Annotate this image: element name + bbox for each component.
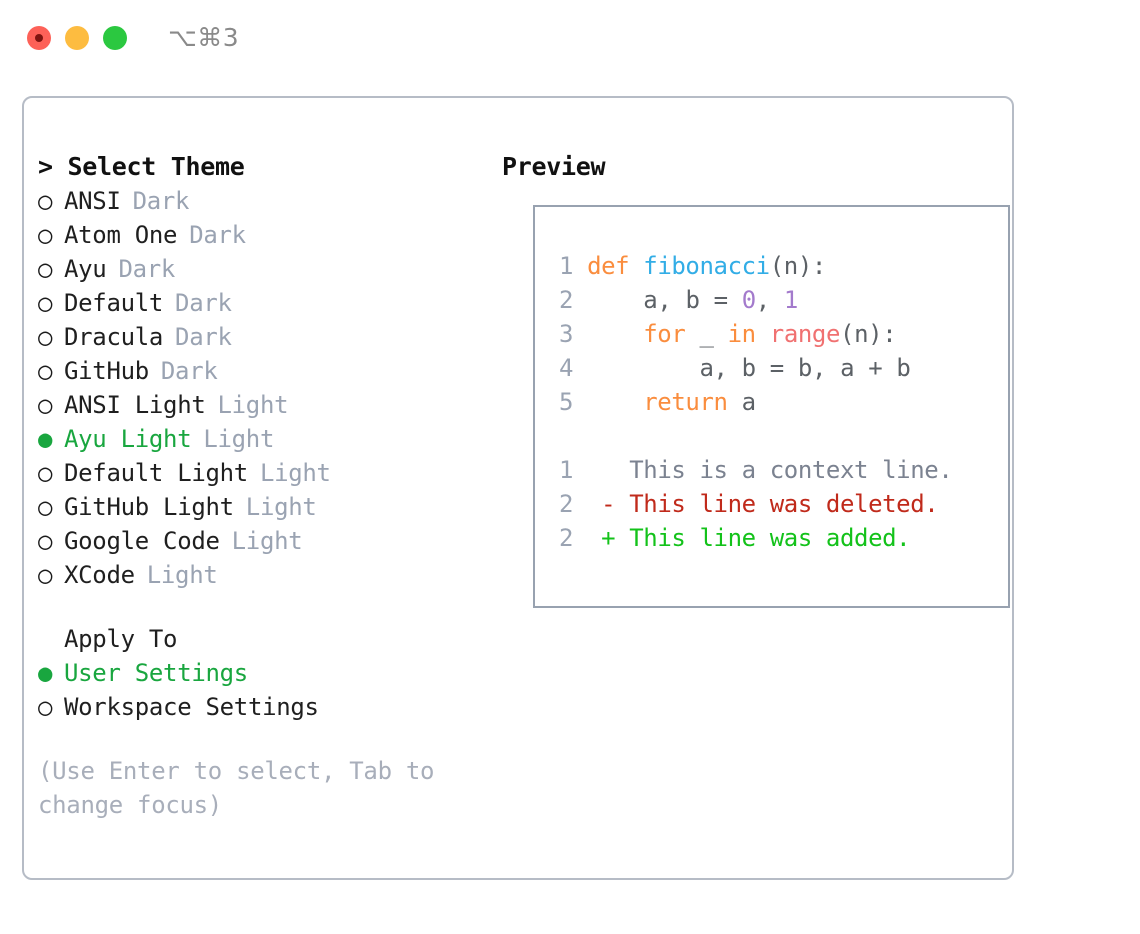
theme-list-item[interactable]: ○ Atom One Dark bbox=[38, 218, 468, 252]
diff-marker: - bbox=[587, 490, 616, 518]
line-number: 2 bbox=[558, 524, 573, 552]
theme-name: Default Light bbox=[64, 459, 248, 487]
preview-header: Preview bbox=[502, 152, 606, 181]
theme-name: ANSI bbox=[64, 187, 121, 215]
theme-list-item[interactable]: ○ Google Code Light bbox=[38, 524, 468, 558]
code-line: 2 a, b = 0, 1 bbox=[549, 283, 952, 317]
radio-selected-icon[interactable]: ● bbox=[38, 659, 53, 687]
theme-variant-badge: Dark bbox=[175, 289, 232, 317]
theme-name: GitHub bbox=[64, 357, 149, 385]
radio-selected-icon[interactable]: ● bbox=[38, 425, 53, 453]
theme-name: Google Code bbox=[64, 527, 220, 555]
theme-name: Ayu bbox=[64, 255, 107, 283]
diff-marker: + bbox=[587, 524, 616, 552]
radio-unselected-icon[interactable]: ○ bbox=[38, 255, 53, 283]
theme-name: GitHub Light bbox=[64, 493, 234, 521]
line-number: 2 bbox=[558, 490, 573, 518]
diff-text: This line was deleted. bbox=[629, 490, 939, 518]
radio-unselected-icon[interactable]: ○ bbox=[38, 187, 53, 215]
theme-list-item[interactable]: ○ ANSI Light Light bbox=[38, 388, 468, 422]
radio-unselected-icon[interactable]: ○ bbox=[38, 561, 53, 589]
code-line: 3 for _ in range(n): bbox=[549, 317, 952, 351]
theme-variant-badge: Light bbox=[259, 459, 331, 487]
code-line: 5 return a bbox=[549, 385, 952, 419]
apply-to-label: Workspace Settings bbox=[64, 693, 319, 721]
theme-variant-badge: Light bbox=[231, 527, 303, 555]
title-bar: ⌥⌘3 bbox=[0, 0, 1140, 76]
theme-list-item[interactable]: ○ Ayu Dark bbox=[38, 252, 468, 286]
theme-variant-badge: Dark bbox=[160, 357, 218, 385]
diff-text: This is a context line. bbox=[629, 456, 953, 484]
theme-list-item[interactable]: ○ Dracula Dark bbox=[38, 320, 468, 354]
code-line: 1 def fibonacci(n): bbox=[549, 249, 952, 283]
close-window-icon[interactable] bbox=[27, 26, 51, 50]
theme-variant-badge: Light bbox=[217, 391, 289, 419]
radio-unselected-icon[interactable]: ○ bbox=[38, 289, 53, 317]
select-theme-title: Select Theme bbox=[67, 152, 245, 181]
theme-variant-badge: Dark bbox=[175, 323, 232, 351]
theme-list-item[interactable]: ○ GitHub Light Light bbox=[38, 490, 468, 524]
preview-column: Preview 1 def fibonacci(n):2 a, b = 0, 1… bbox=[502, 150, 1010, 608]
line-number: 3 bbox=[558, 320, 573, 348]
line-number: 2 bbox=[558, 286, 573, 314]
keyboard-shortcut-label: ⌥⌘3 bbox=[168, 23, 240, 52]
section-spacer bbox=[38, 592, 468, 622]
diff-text: This line was added. bbox=[629, 524, 911, 552]
line-number: 4 bbox=[558, 354, 573, 382]
theme-variant-badge: Light bbox=[245, 493, 317, 521]
theme-variant-badge: Dark bbox=[132, 187, 190, 215]
keyboard-hint-text: (Use Enter to select, Tab to change focu… bbox=[38, 757, 435, 819]
radio-unselected-icon[interactable]: ○ bbox=[38, 357, 53, 385]
theme-variant-badge: Dark bbox=[189, 221, 246, 249]
theme-variant-badge: Dark bbox=[118, 255, 176, 283]
theme-list-item[interactable]: ● Ayu Light Light bbox=[38, 422, 468, 456]
theme-variant-badge: Light bbox=[146, 561, 218, 589]
caret-icon: > bbox=[38, 152, 53, 181]
line-number: 1 bbox=[558, 252, 573, 280]
diff-line: 2 + This line was added. bbox=[549, 521, 952, 555]
theme-name: XCode bbox=[64, 561, 135, 589]
theme-name: Ayu Light bbox=[64, 425, 192, 453]
theme-list-item[interactable]: ○ GitHub Dark bbox=[38, 354, 468, 388]
radio-unselected-icon[interactable]: ○ bbox=[38, 693, 53, 721]
apply-to-header: Apply To bbox=[64, 625, 178, 653]
radio-unselected-icon[interactable]: ○ bbox=[38, 323, 53, 351]
maximize-window-icon[interactable] bbox=[103, 26, 127, 50]
radio-unselected-icon[interactable]: ○ bbox=[38, 221, 53, 249]
select-theme-header: > Select Theme bbox=[38, 150, 468, 184]
theme-name: Default bbox=[64, 289, 164, 317]
diff-marker bbox=[587, 456, 615, 484]
apply-to-item[interactable]: ○ Workspace Settings bbox=[38, 690, 468, 724]
line-number: 5 bbox=[558, 388, 573, 416]
traffic-lights bbox=[27, 26, 127, 50]
radio-unselected-icon[interactable]: ○ bbox=[38, 391, 53, 419]
radio-unselected-icon[interactable]: ○ bbox=[38, 459, 53, 487]
theme-variant-badge: Light bbox=[203, 425, 275, 453]
theme-list-item[interactable]: ○ XCode Light bbox=[38, 558, 468, 592]
diff-line: 1 This is a context line. bbox=[549, 453, 953, 487]
code-blank-line bbox=[549, 419, 952, 453]
diff-line: 2 - This line was deleted. bbox=[549, 487, 952, 521]
radio-unselected-icon[interactable]: ○ bbox=[38, 493, 53, 521]
theme-list-item[interactable]: ○ Default Light Light bbox=[38, 456, 468, 490]
apply-to-label: User Settings bbox=[64, 659, 248, 687]
radio-unselected-icon[interactable]: ○ bbox=[38, 527, 53, 555]
theme-name: ANSI Light bbox=[64, 391, 206, 419]
apply-to-item[interactable]: ● User Settings bbox=[38, 656, 468, 690]
theme-list-item[interactable]: ○ Default Dark bbox=[38, 286, 468, 320]
theme-list-item[interactable]: ○ ANSI Dark bbox=[38, 184, 468, 218]
theme-name: Atom One bbox=[64, 221, 178, 249]
theme-name: Dracula bbox=[64, 323, 164, 351]
apply-to-list: ● User Settings ○ Workspace Settings bbox=[38, 656, 468, 724]
code-line: 4 a, b = b, a + b bbox=[549, 351, 952, 385]
line-number: 1 bbox=[558, 456, 573, 484]
minimize-window-icon[interactable] bbox=[65, 26, 89, 50]
